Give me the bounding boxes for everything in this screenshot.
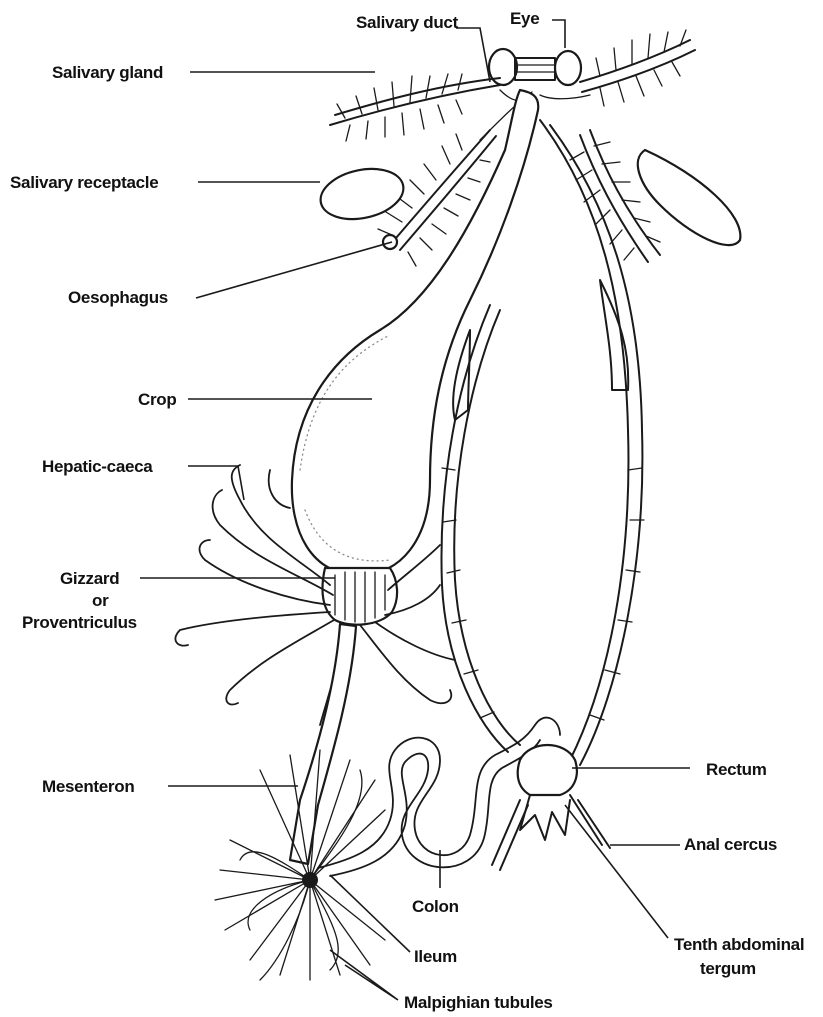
malpighian-tubules	[215, 750, 385, 980]
head	[489, 49, 581, 85]
label-malpighian-tubules: Malpighian tubules	[404, 993, 553, 1012]
label-ileum: Ileum	[414, 947, 457, 966]
label-salivary-gland: Salivary gland	[52, 63, 163, 82]
label-mesenteron: Mesenteron	[42, 777, 134, 796]
gizzard	[322, 568, 397, 625]
label-gizzard: Gizzard	[60, 569, 119, 588]
label-crop: Crop	[138, 390, 176, 409]
label-rectum: Rectum	[706, 760, 767, 779]
rectum	[518, 745, 577, 795]
label-tergum: tergum	[700, 959, 756, 978]
label-salivary-duct: Salivary duct	[356, 13, 459, 32]
right-eye	[555, 51, 581, 85]
label-gizzard-or: or	[92, 591, 109, 610]
label-colon: Colon	[412, 897, 459, 916]
label-oesophagus: Oesophagus	[68, 288, 168, 307]
label-salivary-receptacle: Salivary receptacle	[10, 173, 158, 192]
label-tenth-abdominal: Tenth abdominal	[674, 935, 804, 954]
label-proventriculus: Proventriculus	[22, 613, 137, 632]
label-anal-cercus: Anal cercus	[684, 835, 777, 854]
label-hepatic-caeca: Hepatic-caeca	[42, 457, 153, 476]
right-salivary-receptacle	[638, 150, 741, 245]
label-eye: Eye	[510, 9, 539, 28]
ileum-colon	[318, 718, 560, 868]
oesophagus-and-crop	[292, 90, 538, 575]
